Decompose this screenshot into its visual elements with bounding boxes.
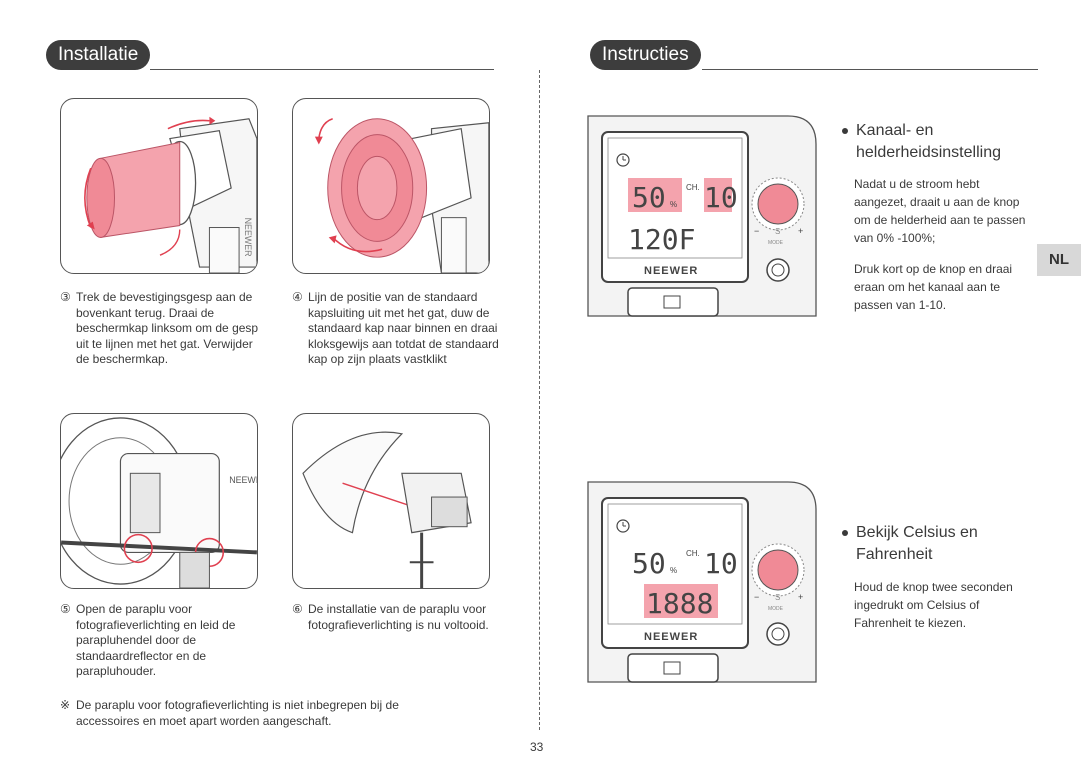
step-5-number: ⑤ bbox=[60, 602, 71, 616]
step-4-photo bbox=[292, 98, 490, 274]
timer-button-icon[interactable] bbox=[766, 622, 790, 646]
mode-label: MODE bbox=[768, 240, 784, 246]
step-5-description: Open de paraplu voor fotografieverlichti… bbox=[76, 602, 236, 678]
timer-icon bbox=[616, 519, 630, 533]
note-mark: ※ bbox=[60, 698, 71, 712]
item-1-title-line2: helderheidsinstelling bbox=[856, 144, 1001, 161]
minus-label: − bbox=[754, 226, 759, 236]
accessory-note: ※ De paraplu voor fotografieverlichting … bbox=[60, 697, 460, 729]
item-2-title-line1: Bekijk Celsius en bbox=[856, 524, 978, 541]
brightness-value: 50 bbox=[632, 181, 666, 214]
channel-value: 10 bbox=[704, 547, 738, 580]
plus-label: + bbox=[798, 226, 803, 236]
control-panel-brightness: 50 % CH. 10 120F NEEWER − + S MODE bbox=[587, 115, 820, 317]
item-1-paragraph-1: Nadat u de stroom hebt aangezet, draait … bbox=[854, 177, 1026, 245]
brand-text-photo5: NEEWER bbox=[229, 475, 257, 485]
item-1-title: Kanaal- en helderheidsinstelling bbox=[842, 120, 1032, 164]
item-2-paragraph-1: Houd de knop twee seconden ingedrukt om … bbox=[854, 580, 1013, 630]
power-socket-icon bbox=[663, 661, 681, 675]
mode-symbol: S bbox=[775, 593, 780, 602]
note-text: De paraplu voor fotografieverlichting is… bbox=[76, 698, 399, 728]
language-tab: NL bbox=[1037, 244, 1081, 276]
percent-sign: % bbox=[670, 200, 677, 209]
installatie-heading-rule bbox=[150, 69, 494, 70]
ch-label: CH. bbox=[686, 549, 700, 558]
item-1-title-line1: Kanaal- en bbox=[856, 122, 934, 139]
step-5-photo: NEEWER bbox=[60, 413, 258, 589]
page-number: 33 bbox=[530, 740, 544, 754]
channel-value: 10 bbox=[704, 181, 738, 214]
temperature-value: 120F bbox=[628, 223, 695, 256]
step-6-description: De installatie van de paraplu voor fotog… bbox=[308, 602, 489, 632]
brand-vertical-text: NEEWER bbox=[243, 218, 253, 257]
mode-symbol: S bbox=[775, 227, 780, 236]
control-panel-temperature: 50 % CH. 10 1888 NEEWER − + S MODE bbox=[587, 481, 820, 683]
item-2-title: Bekijk Celsius en Fahrenheit bbox=[842, 522, 1032, 566]
bullet-dot bbox=[842, 530, 848, 536]
installatie-heading: Installatie bbox=[46, 40, 151, 70]
step-3-photo: NEEWER bbox=[60, 98, 258, 274]
step-3-description: Trek de bevestigingsgesp aan de bovenkan… bbox=[76, 290, 259, 366]
item-2-title-line2: Fahrenheit bbox=[856, 546, 933, 563]
mode-label: MODE bbox=[768, 606, 784, 612]
ch-label: CH. bbox=[686, 183, 700, 192]
power-socket-icon bbox=[663, 295, 681, 309]
brightness-value: 50 bbox=[632, 547, 666, 580]
brand-logo: NEEWER bbox=[644, 631, 698, 643]
brand-logo: NEEWER bbox=[644, 265, 698, 277]
timer-icon bbox=[616, 153, 630, 167]
item-1-paragraph-2: Druk kort op de knop en draai eraan om h… bbox=[854, 262, 1013, 312]
temperature-value: 1888 bbox=[646, 587, 713, 620]
minus-label: − bbox=[754, 592, 759, 602]
plus-label: + bbox=[798, 592, 803, 602]
bullet-dot bbox=[842, 128, 848, 134]
step-4-number: ④ bbox=[292, 290, 303, 304]
center-divider bbox=[539, 70, 540, 730]
step-6-text: ⑥ De installatie van de paraplu voor fot… bbox=[292, 602, 502, 633]
step-3-text: ③ Trek de bevestigingsgesp aan de bovenk… bbox=[60, 290, 265, 368]
percent-sign: % bbox=[670, 566, 677, 575]
step-5-text: ⑤ Open de paraplu voor fotografieverlich… bbox=[60, 602, 265, 680]
timer-button-icon[interactable] bbox=[766, 258, 790, 282]
step-6-photo bbox=[292, 413, 490, 589]
instructies-heading: Instructies bbox=[590, 40, 701, 70]
instructies-heading-rule bbox=[702, 69, 1038, 70]
brightness-knob[interactable] bbox=[757, 183, 799, 225]
step-3-number: ③ bbox=[60, 290, 71, 304]
temperature-knob[interactable] bbox=[757, 549, 799, 591]
step-4-text: ④ Lijn de positie van de standaard kapsl… bbox=[292, 290, 504, 368]
step-6-number: ⑥ bbox=[292, 602, 303, 616]
step-4-description: Lijn de positie van de standaard kapslui… bbox=[308, 290, 499, 366]
